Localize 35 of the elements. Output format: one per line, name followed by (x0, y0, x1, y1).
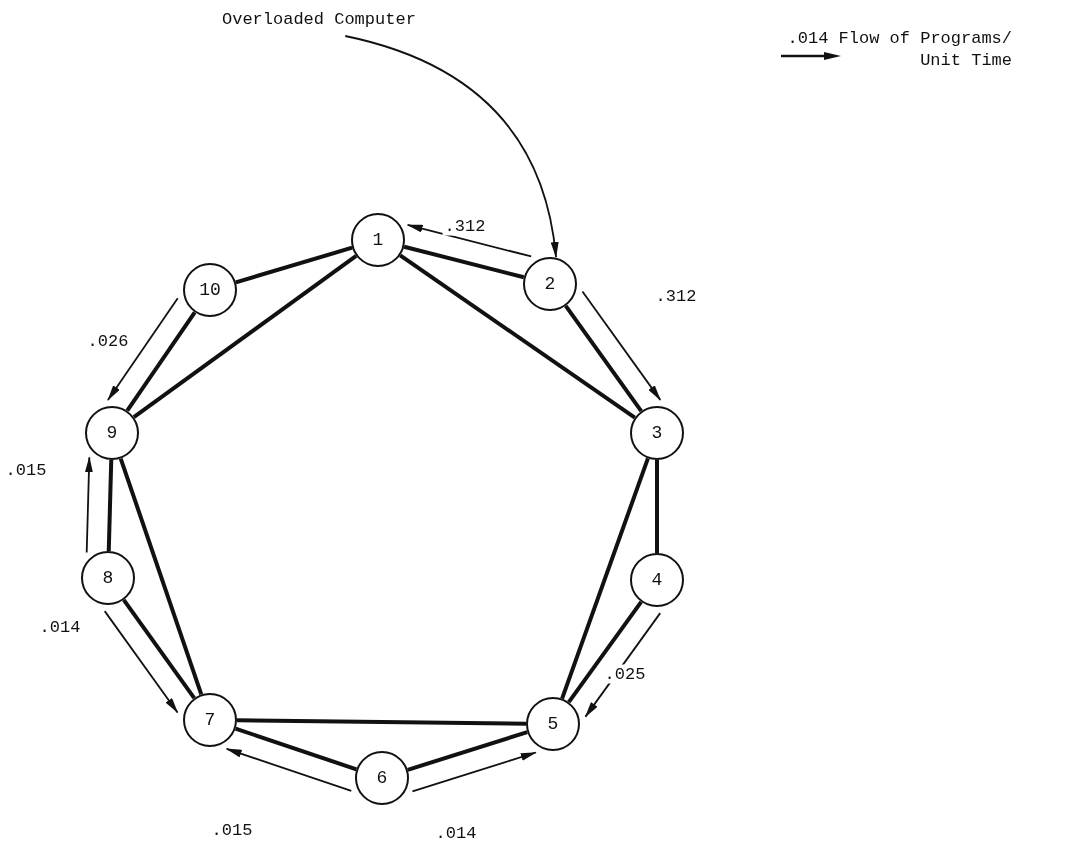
connector-line (407, 730, 528, 772)
node-label: Overloaded Computer (222, 10, 416, 29)
connector-line (567, 600, 643, 704)
connector-line (234, 726, 358, 772)
node-circle: 2 (523, 257, 577, 311)
connector-line (235, 245, 353, 285)
connector-line (118, 457, 204, 696)
connector-line (236, 718, 527, 726)
connector-line (125, 311, 197, 412)
flow-arrow (103, 610, 179, 714)
node-circle: 4 (630, 553, 684, 607)
node-circle: 9 (85, 406, 139, 460)
node-circle: 6 (355, 751, 409, 805)
connector-line (132, 254, 358, 419)
connector-line (399, 253, 636, 420)
legend-text: .014 Flow of Programs/ Unit Time (786, 28, 1012, 72)
flow-arrow (225, 747, 353, 792)
flow-arrow (84, 456, 93, 554)
connector-line (122, 598, 196, 700)
connector-line (560, 457, 650, 700)
node-circle: 10 (183, 263, 237, 317)
connector-line (106, 459, 114, 552)
flow-arrow (406, 224, 533, 258)
connector-line (655, 460, 659, 553)
node-circle: 7 (183, 693, 237, 747)
node-circle: 8 (81, 551, 135, 605)
connector-line (403, 244, 525, 280)
flow-arrow (581, 290, 662, 401)
flow-arrow (107, 297, 179, 401)
curved-arrow (344, 35, 558, 258)
node-circle: 1 (351, 213, 405, 267)
node-circle: 3 (630, 406, 684, 460)
flow-arrow (411, 751, 537, 793)
node-circle: 5 (526, 697, 580, 751)
connector-line (564, 304, 643, 413)
